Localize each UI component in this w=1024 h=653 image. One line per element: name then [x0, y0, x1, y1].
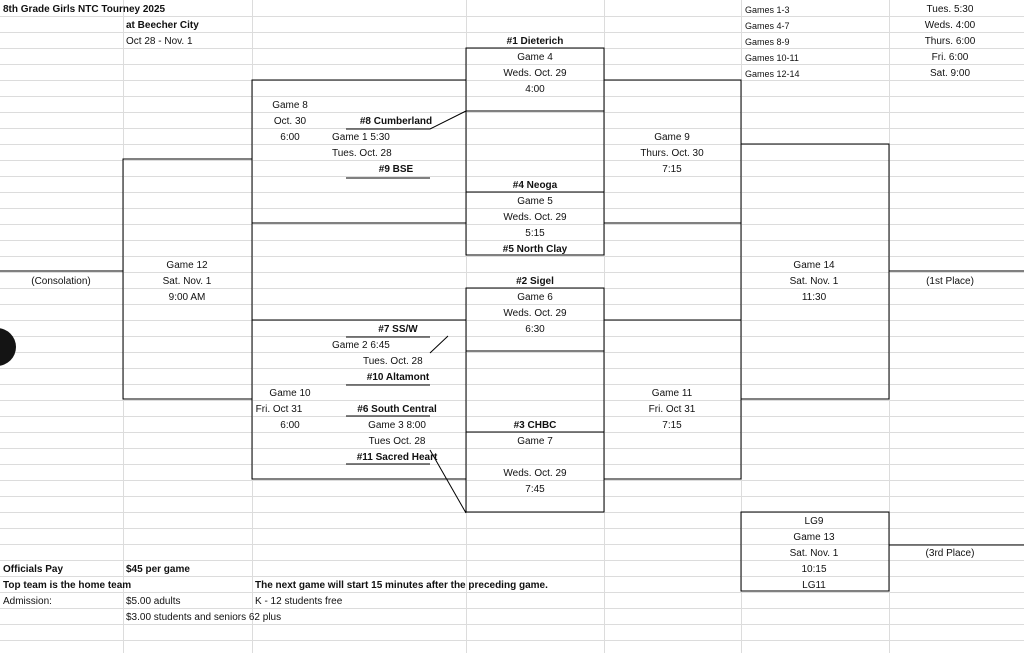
game11-label: Game 11	[651, 388, 693, 399]
bracket-lines	[0, 47, 1024, 592]
game8-label: Game 8	[272, 100, 308, 111]
sheet-title: 8th Grade Girls NTC Tourney 2025	[3, 4, 166, 15]
game10-date: Fri. Oct 31	[255, 404, 303, 415]
first-place-label: (1st Place)	[926, 276, 974, 287]
game5-date: Weds. Oct. 29	[503, 212, 567, 223]
connector-lines	[429, 110, 467, 514]
game6-date: Weds. Oct. 29	[503, 308, 567, 319]
game3-label: Game 3 8:00	[368, 420, 426, 431]
team-bse: #9 BSE	[378, 164, 414, 175]
team-south-central: #6 South Central	[357, 404, 437, 415]
game10-time: 6:00	[280, 420, 300, 431]
game3-date: Tues Oct. 28	[368, 436, 426, 447]
game4-time: 4:00	[525, 84, 545, 95]
game5-time: 5:15	[525, 228, 545, 239]
game7-label: Game 7	[517, 436, 553, 447]
team-chbc: #3 CHBC	[513, 420, 557, 431]
game8-date: Oct. 30	[273, 116, 307, 127]
team-altamont: #10 Altamont	[366, 372, 430, 383]
team-neoga: #4 Neoga	[512, 180, 558, 191]
game13-label: Game 13	[793, 532, 835, 543]
game4-date: Weds. Oct. 29	[503, 68, 567, 79]
game13-date: Sat. Nov. 1	[789, 548, 839, 559]
consolation-label: (Consolation)	[31, 276, 91, 287]
team-north-clay: #5 North Clay	[502, 244, 568, 255]
game14-time: 11:30	[801, 292, 827, 303]
admission-adults: $5.00 adults	[126, 596, 181, 607]
game13-bottom: LG11	[802, 580, 826, 591]
admission-students-seniors: $3.00 students and seniors 62 plus	[126, 612, 282, 623]
game4-label: Game 4	[517, 52, 553, 63]
game9-time: 7:15	[662, 164, 682, 175]
officials-pay-label: Officials Pay	[3, 564, 64, 575]
officials-pay-value: $45 per game	[126, 564, 190, 575]
game9-date: Thurs. Oct. 30	[640, 148, 704, 159]
schedule-time: Fri. 6:00	[931, 52, 969, 63]
next-game-note: The next game will start 15 minutes afte…	[255, 580, 548, 591]
game11-box	[603, 319, 742, 480]
game8-box	[251, 79, 467, 224]
game12-box	[122, 158, 253, 400]
game12-date: Sat. Nov. 1	[162, 276, 212, 287]
team-sigel: #2 Sigel	[516, 276, 554, 287]
game11-date: Fri. Oct 31	[648, 404, 696, 415]
schedule-time: Tues. 5:30	[926, 4, 974, 15]
game13-box	[740, 511, 890, 592]
team-cumberland: #8 Cumberland	[359, 116, 433, 127]
location: at Beecher City	[126, 20, 199, 31]
game7-box	[465, 431, 605, 513]
schedule-games: Games 10-11	[745, 53, 799, 63]
team-ssw: #7 SS/W	[378, 324, 418, 335]
game2-label: Game 2 6:45	[332, 340, 390, 351]
third-place-label: (3rd Place)	[925, 548, 975, 559]
schedule-games: Games 4-7	[745, 21, 790, 31]
game2-date: Tues. Oct. 28	[363, 356, 423, 367]
game10-box	[251, 319, 467, 480]
game7-time: 7:45	[525, 484, 545, 495]
game8-time: 6:00	[280, 132, 300, 143]
home-team-note: Top team is the home team	[3, 580, 132, 591]
game13-top: LG9	[804, 516, 824, 527]
game11-time: 7:15	[662, 420, 682, 431]
game9-label: Game 9	[654, 132, 690, 143]
game10-label: Game 10	[269, 388, 311, 399]
game1-date: Tues. Oct. 28	[332, 148, 392, 159]
admission-students-free: K - 12 students free	[255, 596, 343, 607]
game14-label: Game 14	[793, 260, 835, 271]
game14-date: Sat. Nov. 1	[789, 276, 839, 287]
schedule-games: Games 8-9	[745, 37, 790, 47]
game12-label: Game 12	[166, 260, 208, 271]
team-dieterich: #1 Dieterich	[506, 36, 564, 47]
schedule-games: Games 1-3	[745, 5, 790, 15]
game6-label: Game 6	[517, 292, 553, 303]
game6-time: 6:30	[525, 324, 545, 335]
team-sacred-heart: #11 Sacred Heart	[356, 452, 438, 463]
game13-time: 10:15	[801, 564, 827, 575]
tourney-dates: Oct 28 - Nov. 1	[126, 36, 193, 47]
schedule-time: Sat. 9:00	[929, 68, 971, 79]
game1-label: Game 1 5:30	[332, 132, 390, 143]
floating-action-button[interactable]	[0, 328, 16, 366]
schedule-time: Weds. 4:00	[924, 20, 976, 31]
game7-date: Weds. Oct. 29	[503, 468, 567, 479]
schedule-time: Thurs. 6:00	[924, 36, 976, 47]
game5-label: Game 5	[517, 196, 553, 207]
schedule-games: Games 12-14	[745, 69, 800, 79]
game12-time: 9:00 AM	[168, 292, 206, 303]
admission-label: Admission:	[3, 596, 52, 607]
